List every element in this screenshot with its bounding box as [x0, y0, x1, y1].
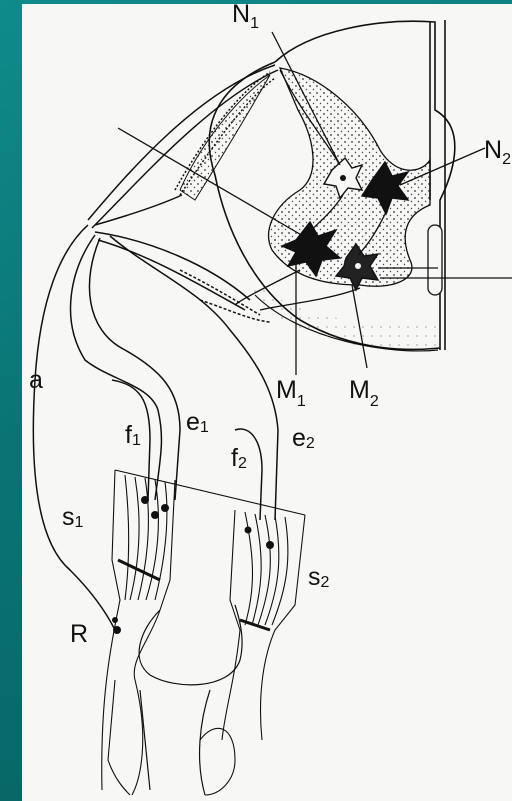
- nerve-fibers: [33, 225, 278, 630]
- dorsal-root: [88, 65, 278, 228]
- ganglion-body: [180, 75, 270, 200]
- label-m1: M1: [276, 376, 306, 410]
- label-s1: s1: [62, 503, 84, 531]
- label-n2: N2: [484, 136, 511, 168]
- muscle-s2: [200, 510, 305, 795]
- label-n1: N1: [232, 4, 259, 32]
- neural-circuit-diagram: N1 N2 M1 M2 a f1 e1 f2 e2 s1 s2 R: [22, 4, 512, 801]
- label-f1: f1: [125, 421, 141, 449]
- label-s2: s2: [308, 563, 330, 591]
- diagram-paper: N1 N2 M1 M2 a f1 e1 f2 e2 s1 s2 R: [22, 4, 512, 801]
- label-m2: M2: [349, 376, 379, 410]
- label-e1: e1: [186, 408, 209, 436]
- central-canal: [428, 225, 442, 295]
- label-f2: f2: [231, 444, 247, 472]
- label-r: R: [70, 620, 88, 648]
- grey-matter-ventral: [250, 280, 438, 350]
- label-e2: e2: [292, 424, 315, 452]
- tendon-outline: [139, 605, 242, 795]
- label-a: a: [29, 366, 43, 394]
